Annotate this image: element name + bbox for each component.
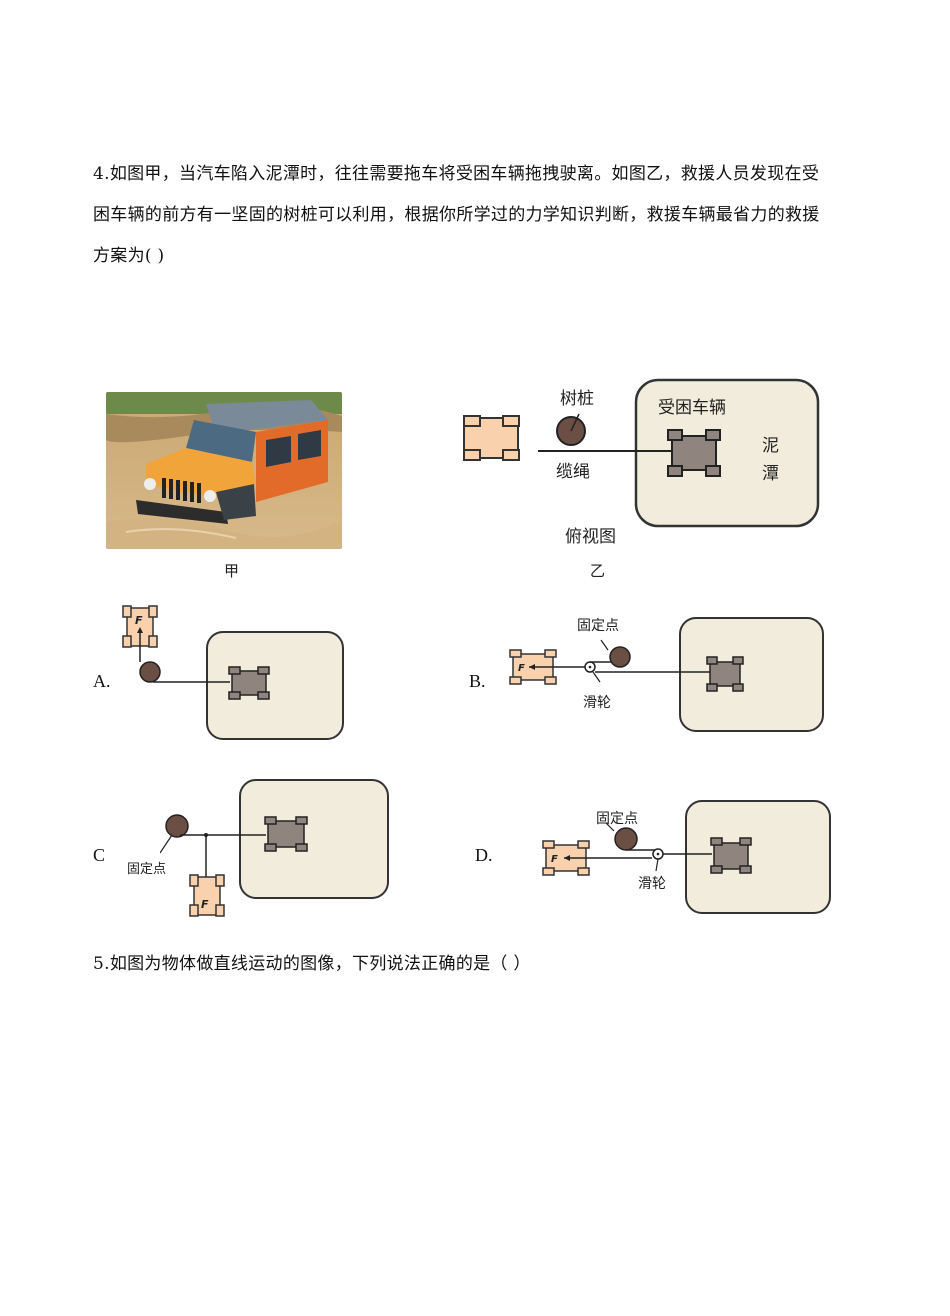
option-b-pulley-label: 滑轮 [583,695,611,711]
option-a-diagram[interactable]: F [110,598,350,746]
option-d-fixed-point-label: 固定点 [596,811,638,827]
option-b-diagram[interactable]: F [505,610,835,738]
option-c-label[interactable]: C [93,845,106,865]
fixed-point-icon [165,814,189,838]
stuck-car-icon [706,656,744,692]
option-b-label[interactable]: B. [469,671,486,691]
svg-text:F: F [201,898,209,911]
figure-jia-caption: 甲 [224,562,240,580]
stuck-vehicle-label: 受困车辆 [658,398,726,418]
question-5-text: 5.如图为物体做直线运动的图像，下列说法正确的是（ ） [93,954,531,974]
option-a-label[interactable]: A. [93,671,111,691]
option-c-diagram[interactable]: F [160,775,395,923]
fixed-point-icon [614,827,638,851]
stuck-car-icon [710,837,752,874]
option-c-fixed-point-label: 固定点 [127,862,167,877]
rescue-car-icon: F [122,605,158,648]
option-d-label[interactable]: D. [475,845,493,865]
svg-text:F: F [518,663,525,674]
question-4-line-1: 4.如图甲，当汽车陷入泥潭时，往往需要拖车将受困车辆拖拽驶离。如图乙，救援人员发… [93,164,820,184]
figure-yi-caption: 乙 [590,562,606,580]
fixed-point-icon [609,646,631,668]
cable-label: 缆绳 [556,462,590,482]
stuck-car-icon [667,429,721,477]
option-d-pulley-label: 滑轮 [638,876,666,892]
svg-text:F: F [135,614,143,627]
view-label: 俯视图 [565,527,616,547]
question-4-text: 4.如图甲，当汽车陷入泥潭时，往往需要拖车将受困车辆拖拽驶离。如图乙，救援人员发… [93,154,863,277]
figure-jia-photo [106,392,342,549]
rescue-car-icon [463,415,520,461]
option-d-diagram[interactable]: F [540,795,835,917]
question-4-line-3: 方案为( ) [93,246,165,266]
stuck-car-icon [228,666,270,700]
rescue-car-icon: F [189,874,225,917]
svg-text:F: F [551,854,558,865]
stuck-car-icon [264,816,308,852]
question-4-line-2: 困车辆的前方有一坚固的树桩可以利用，根据你所学过的力学知识判断，救援车辆最省力的… [93,205,820,225]
tree-stump-icon [139,661,161,683]
mud-label-2: 潭 [762,464,779,484]
option-b-fixed-point-label: 固定点 [577,618,619,634]
figure-yi-diagram [463,378,820,528]
tree-stump-label: 树桩 [560,389,594,409]
mud-label-1: 泥 [762,436,779,456]
